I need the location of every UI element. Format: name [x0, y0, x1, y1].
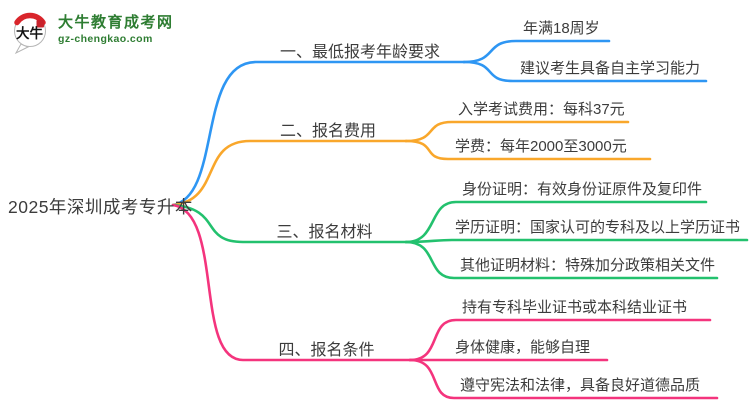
leaf-2-1-label: 入学考试费用：每科37元 [458, 101, 625, 118]
root-node: 2025年深圳成考专升本 [8, 197, 193, 217]
logo-text-block: 大牛教育成考网 gz-chengkao.com [58, 11, 174, 45]
leaf-4-3-label: 遵守宪法和法律，具备良好道德品质 [460, 377, 701, 394]
leaf-3-3-label: 其他证明材料：特殊加分政策相关文件 [460, 257, 716, 274]
leaf-1-2-label: 建议考生具备自主学习能力 [520, 60, 701, 77]
branch-3-lines [171, 200, 749, 280]
branch-2-lines [171, 120, 652, 207]
branch-2-label: 二、报名费用 [279, 123, 376, 140]
dani-ox-logo-icon: 大牛 [14, 12, 46, 55]
branch-4-label: 四、报名条件 [278, 342, 375, 359]
branch-4-lines [171, 203, 719, 400]
branch-1-label: 一、最低报考年龄要求 [279, 44, 440, 61]
logo-icon-text: 大牛 [16, 25, 43, 41]
logo-title: 大牛教育成考网 [58, 14, 174, 31]
leaf-4-1-label: 持有专科毕业证书或本科结业证书 [462, 299, 688, 316]
leaf-3-2-label: 学历证明：国家认可的专科及以上学历证书 [455, 219, 741, 236]
branch-3-label: 三、报名材料 [276, 224, 373, 241]
site-logo: 大牛 大牛教育成考网 gz-chengkao.com [10, 11, 174, 55]
leaf-4-2-label: 身体健康，能够自理 [455, 339, 591, 356]
logo-seal-stamp [36, 20, 44, 28]
logo-domain: gz-chengkao.com [58, 32, 153, 45]
leaf-3-1-label: 身份证明：有效身份证原件及复印件 [462, 181, 703, 198]
leaf-1-1-label: 年满18周岁 [523, 20, 600, 37]
branch-1-lines [171, 39, 708, 207]
leaf-2-2-label: 学费：每年2000至3000元 [455, 138, 627, 155]
